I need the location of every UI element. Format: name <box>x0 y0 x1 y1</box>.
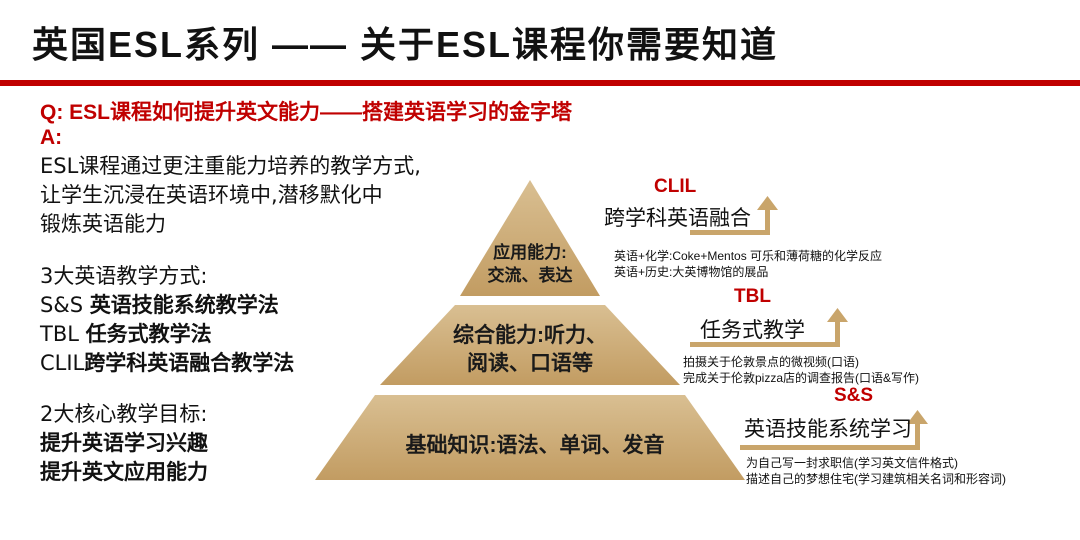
intro-line: ESL课程通过更注重能力培养的教学方式, <box>40 154 421 178</box>
tier-label-middle: 综合能力:听力、 阅读、口语等 <box>420 322 640 378</box>
ss-note: 描述自己的梦想住宅(学习建筑相关名词和形容词) <box>746 472 1006 486</box>
ss-title: 英语技能系统学习 <box>744 418 912 441</box>
step-arrow-icon <box>740 410 928 450</box>
clil-note: 英语+历史:大英博物馆的展品 <box>614 265 769 279</box>
tbl-heading: TBL <box>734 286 771 307</box>
tier-line: 交流、表达 <box>487 266 573 285</box>
tier-line: 综合能力:听力、 <box>453 324 607 347</box>
tier-label-top: 应用能力: 交流、表达 <box>470 241 590 287</box>
tbl-title: 任务式教学 <box>700 319 805 342</box>
tier-line: 基础知识:语法、单词、发音 <box>405 434 665 457</box>
methods-heading: 3大英语教学方式: <box>40 264 208 288</box>
tbl-notes: 拍摄关于伦敦景点的微视频(口语) 完成关于伦敦pizza店的调查报告(口语&写作… <box>683 354 919 386</box>
pyramid-top-tier <box>460 180 600 296</box>
intro-line: 让学生沉浸在英语环境中,潜移默化中 <box>40 183 383 207</box>
pyramid-middle-tier <box>380 305 680 385</box>
pyramid-bottom-tier <box>315 395 745 480</box>
method-abbr: S&S <box>40 293 84 317</box>
method-name: 任务式教学法 <box>85 322 212 346</box>
goal-item: 提升英文应用能力 <box>40 460 208 484</box>
clil-heading: CLIL <box>654 176 697 197</box>
step-arrow-icon <box>690 308 848 347</box>
method-item: S&S 英语技能系统教学法 <box>40 291 294 320</box>
method-name: 英语技能系统教学法 <box>89 293 279 317</box>
step-arrow-icon <box>690 196 778 235</box>
method-item: TBL 任务式教学法 <box>40 320 294 349</box>
goals-heading: 2大核心教学目标: <box>40 402 208 426</box>
tier-label-bottom: 基础知识:语法、单词、发音 <box>355 432 715 460</box>
intro-paragraph: ESL课程通过更注重能力培养的教学方式, 让学生沉浸在英语环境中,潜移默化中 锻… <box>40 152 421 239</box>
tier-line: 阅读、口语等 <box>467 352 593 375</box>
clil-notes: 英语+化学:Coke+Mentos 可乐和薄荷糖的化学反应 英语+历史:大英博物… <box>614 248 882 280</box>
ss-note: 为自己写一封求职信(学习英文信件格式) <box>746 456 958 470</box>
goal-item: 提升英语学习兴趣 <box>40 431 208 455</box>
intro-line: 锻炼英语能力 <box>40 212 166 236</box>
method-name: 跨学科英语融合教学法 <box>84 351 295 375</box>
method-abbr: CLIL <box>40 351 85 375</box>
answer-label: A: <box>40 126 63 149</box>
question-line: Q: ESL课程如何提升英文能力——搭建英语学习的金字塔 <box>40 101 573 124</box>
method-abbr: TBL <box>40 322 79 346</box>
tier-line: 应用能力: <box>493 243 567 262</box>
ss-heading: S&S <box>834 385 874 406</box>
tbl-note: 完成关于伦敦pizza店的调查报告(口语&写作) <box>683 371 920 385</box>
goals-section: 2大核心教学目标: 提升英语学习兴趣 提升英文应用能力 <box>40 400 208 487</box>
title-divider <box>0 80 1080 86</box>
methods-section: 3大英语教学方式: S&S 英语技能系统教学法 TBL 任务式教学法 CLIL跨… <box>40 262 294 378</box>
ss-notes: 为自己写一封求职信(学习英文信件格式) 描述自己的梦想住宅(学习建筑相关名词和形… <box>746 455 1006 487</box>
page-title: 英国ESL系列 —— 关于ESL课程你需要知道 <box>32 24 779 65</box>
method-item: CLIL跨学科英语融合教学法 <box>40 349 294 378</box>
clil-title: 跨学科英语融合 <box>604 207 751 230</box>
tbl-note: 拍摄关于伦敦景点的微视频(口语) <box>683 355 859 369</box>
clil-note: 英语+化学:Coke+Mentos 可乐和薄荷糖的化学反应 <box>614 249 883 263</box>
